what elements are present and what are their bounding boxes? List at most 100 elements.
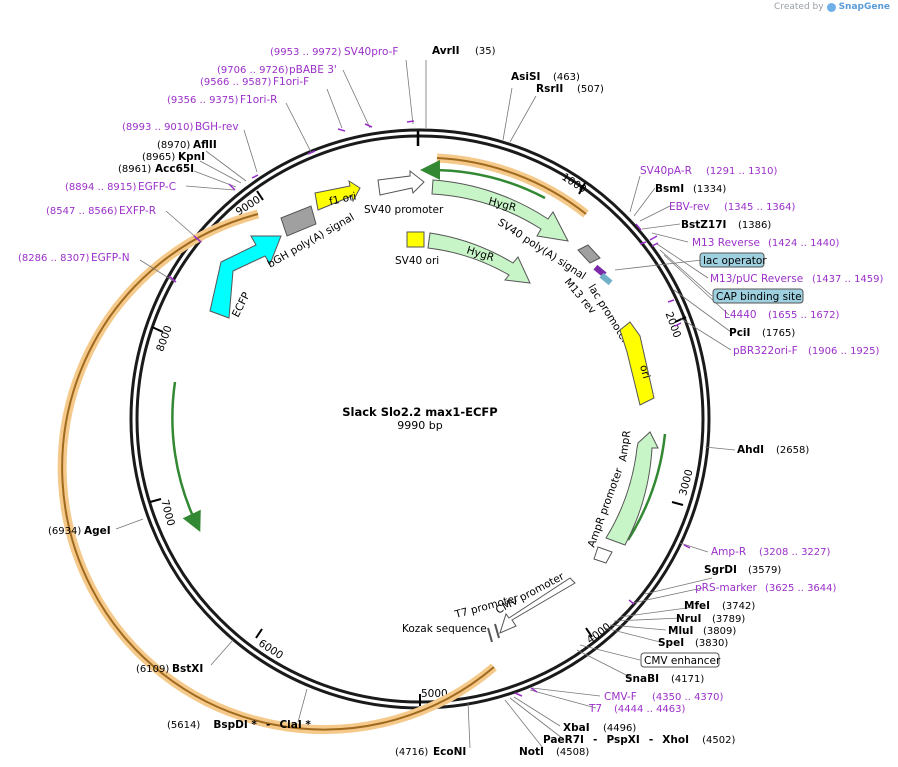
sv40-ori-label: SV40 ori xyxy=(395,255,439,267)
enzyme-ahdi-pos: (2658) xyxy=(776,445,809,456)
enzyme-ahdi: AhdI xyxy=(737,444,764,456)
primer-sv40pro-f: SV40pro-F xyxy=(344,46,398,58)
enzyme-noti: NotI xyxy=(519,746,544,758)
enzyme-bspdi: BspDI * xyxy=(213,719,257,731)
primer-m13-reverse-pos: (1424 .. 1440) xyxy=(768,238,840,249)
lac-operator-label: lac operator xyxy=(703,255,767,267)
enzyme-econi-pos: (4716) xyxy=(395,747,428,758)
enzyme-aflii-pos: (8970) xyxy=(157,140,190,151)
primer-m13-puc-reverse-pos: (1437 .. 1459) xyxy=(812,274,884,285)
ampr-promoter-arrow xyxy=(593,546,613,564)
primer-egfp-n-pos: (8286 .. 8307) xyxy=(18,253,90,264)
t7-mark xyxy=(494,623,500,639)
enzyme-bstz17i: BstZ17I xyxy=(681,219,726,231)
enzyme-agei-pos: (6934) xyxy=(48,526,81,537)
tick-4000: 4000 xyxy=(585,621,614,647)
hygr-orange-line xyxy=(436,157,587,215)
primer-sv40pro-f-pos: (9953 .. 9972) xyxy=(270,47,342,58)
enzyme-rsrii: RsrII xyxy=(536,83,563,95)
enzyme-pspxi: PspXI xyxy=(606,734,639,746)
lac-operator-marker xyxy=(599,272,613,286)
primer-sv40pa-r-pos: (1291 .. 1310) xyxy=(706,166,778,177)
enzyme-bspdi-pos: (5614) xyxy=(167,720,200,731)
primer-cmv-f-pos: (4350 .. 4370) xyxy=(652,692,724,703)
enzyme-pcii-pos: (1765) xyxy=(762,328,795,339)
tick-4000-mark xyxy=(585,627,593,638)
enzyme-aflii: AflII xyxy=(193,139,217,151)
hygr-outer-arrow xyxy=(431,179,569,242)
slo-green-line xyxy=(171,381,201,533)
primer-cmv-f: CMV-F xyxy=(604,691,637,703)
kozak-label: Kozak sequence xyxy=(402,623,487,635)
tick-5000: 5000 xyxy=(421,688,448,700)
primer-marks xyxy=(168,120,691,697)
enzyme-asisi-pos: (463) xyxy=(553,72,580,83)
enzyme-xhoi: XhoI xyxy=(662,734,689,746)
enzyme-spei-pos: (3830) xyxy=(695,638,728,649)
primer-egfp-c: EGFP-C xyxy=(138,181,176,193)
enzyme-xhoi-pos: (4502) xyxy=(702,735,735,746)
primer-t7: T7 xyxy=(588,703,602,715)
cap-binding-site-label: CAP binding site xyxy=(716,291,802,303)
enzyme-mfei-pos: (3742) xyxy=(722,601,755,612)
enzyme-nrui: NruI xyxy=(676,613,701,625)
primer-pbr322ori-f-pos: (1906 .. 1925) xyxy=(808,346,880,357)
primer-exfp-r: EXFP-R xyxy=(119,205,156,217)
primer-t7-pos: (4444 .. 4463) xyxy=(614,704,686,715)
enzyme-xbai: XbaI xyxy=(563,722,590,734)
enzyme-mlui-pos: (3809) xyxy=(703,626,736,637)
plasmid-title: Slack Slo2.2 max1-ECFP xyxy=(342,405,497,419)
enzyme-snabi-pos: (4171) xyxy=(671,674,704,685)
enzyme-acc65i: Acc65I xyxy=(155,163,194,175)
primer-egfp-n: EGFP-N xyxy=(91,252,130,264)
primer-m13-reverse: M13 Reverse xyxy=(692,237,760,249)
enzyme-bsmi-pos: (1334) xyxy=(693,184,726,195)
primer-amp-r: Amp-R xyxy=(711,546,746,558)
enzyme-bstz17i-pos: (1386) xyxy=(738,220,771,231)
ampr-label: AmpR xyxy=(617,430,633,463)
f1-ori-arrow xyxy=(314,179,361,211)
enzyme-spei: SpeI xyxy=(658,637,684,649)
enzyme-group-xhoi: PaeR7I - PspXI - XhoI (4502) xyxy=(543,728,735,747)
primer-bgh-rev-pos: (8993 .. 9010) xyxy=(122,122,194,133)
bgh-polya-box xyxy=(280,205,317,237)
primer-f1ori-r: F1ori-R xyxy=(240,94,277,106)
tick-1000-mark xyxy=(578,182,586,195)
tick-7000-mark xyxy=(149,498,162,503)
enzyme-bstxi: BstXI xyxy=(172,663,203,675)
primer-prs-marker-pos: (3625 .. 3644) xyxy=(765,583,837,594)
primer-sv40pa-r: SV40pA-R xyxy=(640,165,692,177)
cmv-enhancer-box xyxy=(640,652,720,668)
enzyme-group-clai: (5614) BspDI * - ClaI * xyxy=(167,713,311,732)
enzyme-agei: AgeI xyxy=(84,525,111,537)
created-by-text: Created by xyxy=(774,2,824,12)
kozak-mark xyxy=(487,627,493,643)
snapgene-logo-icon xyxy=(826,2,836,12)
slo22-cds-line xyxy=(61,213,495,731)
primer-ebv-rev-pos: (1345 .. 1364) xyxy=(724,202,796,213)
sv40-ori-box xyxy=(406,231,425,248)
brand-name: SnapGene xyxy=(838,2,890,12)
small-gray-box xyxy=(577,244,601,264)
primer-pbabe3: pBABE 3' xyxy=(289,64,337,76)
tick-9000-mark xyxy=(256,190,264,201)
primer-pbabe3-pos: (9706 .. 9726) xyxy=(217,65,289,76)
tick-3000-mark xyxy=(671,501,684,506)
enzyme-sgrdi-pos: (3579) xyxy=(748,565,781,576)
enzyme-sgrdi: SgrDI xyxy=(704,564,737,576)
ori-label: ori xyxy=(637,364,652,380)
cap-binding-site-box xyxy=(712,288,804,304)
enzyme-bstxi-pos: (6109) xyxy=(136,664,169,675)
enzyme-pcii: PciI xyxy=(729,327,750,339)
primer-m13-puc-reverse: M13/pUC Reverse xyxy=(710,273,803,285)
lac-operator-box xyxy=(699,252,765,268)
enzyme-bsmi: BsmI xyxy=(655,183,684,195)
primer-f1ori-r-pos: (9356 .. 9375) xyxy=(167,95,239,106)
enzyme-mfei: MfeI xyxy=(684,600,710,612)
primer-ebv-rev: EBV-rev xyxy=(669,201,710,213)
tick-2000-mark xyxy=(674,316,687,323)
ecfp-arrow xyxy=(209,235,282,319)
enzyme-econi: EcoNI xyxy=(433,746,466,758)
enzyme-acc65i-pos: (8961) xyxy=(118,164,151,175)
